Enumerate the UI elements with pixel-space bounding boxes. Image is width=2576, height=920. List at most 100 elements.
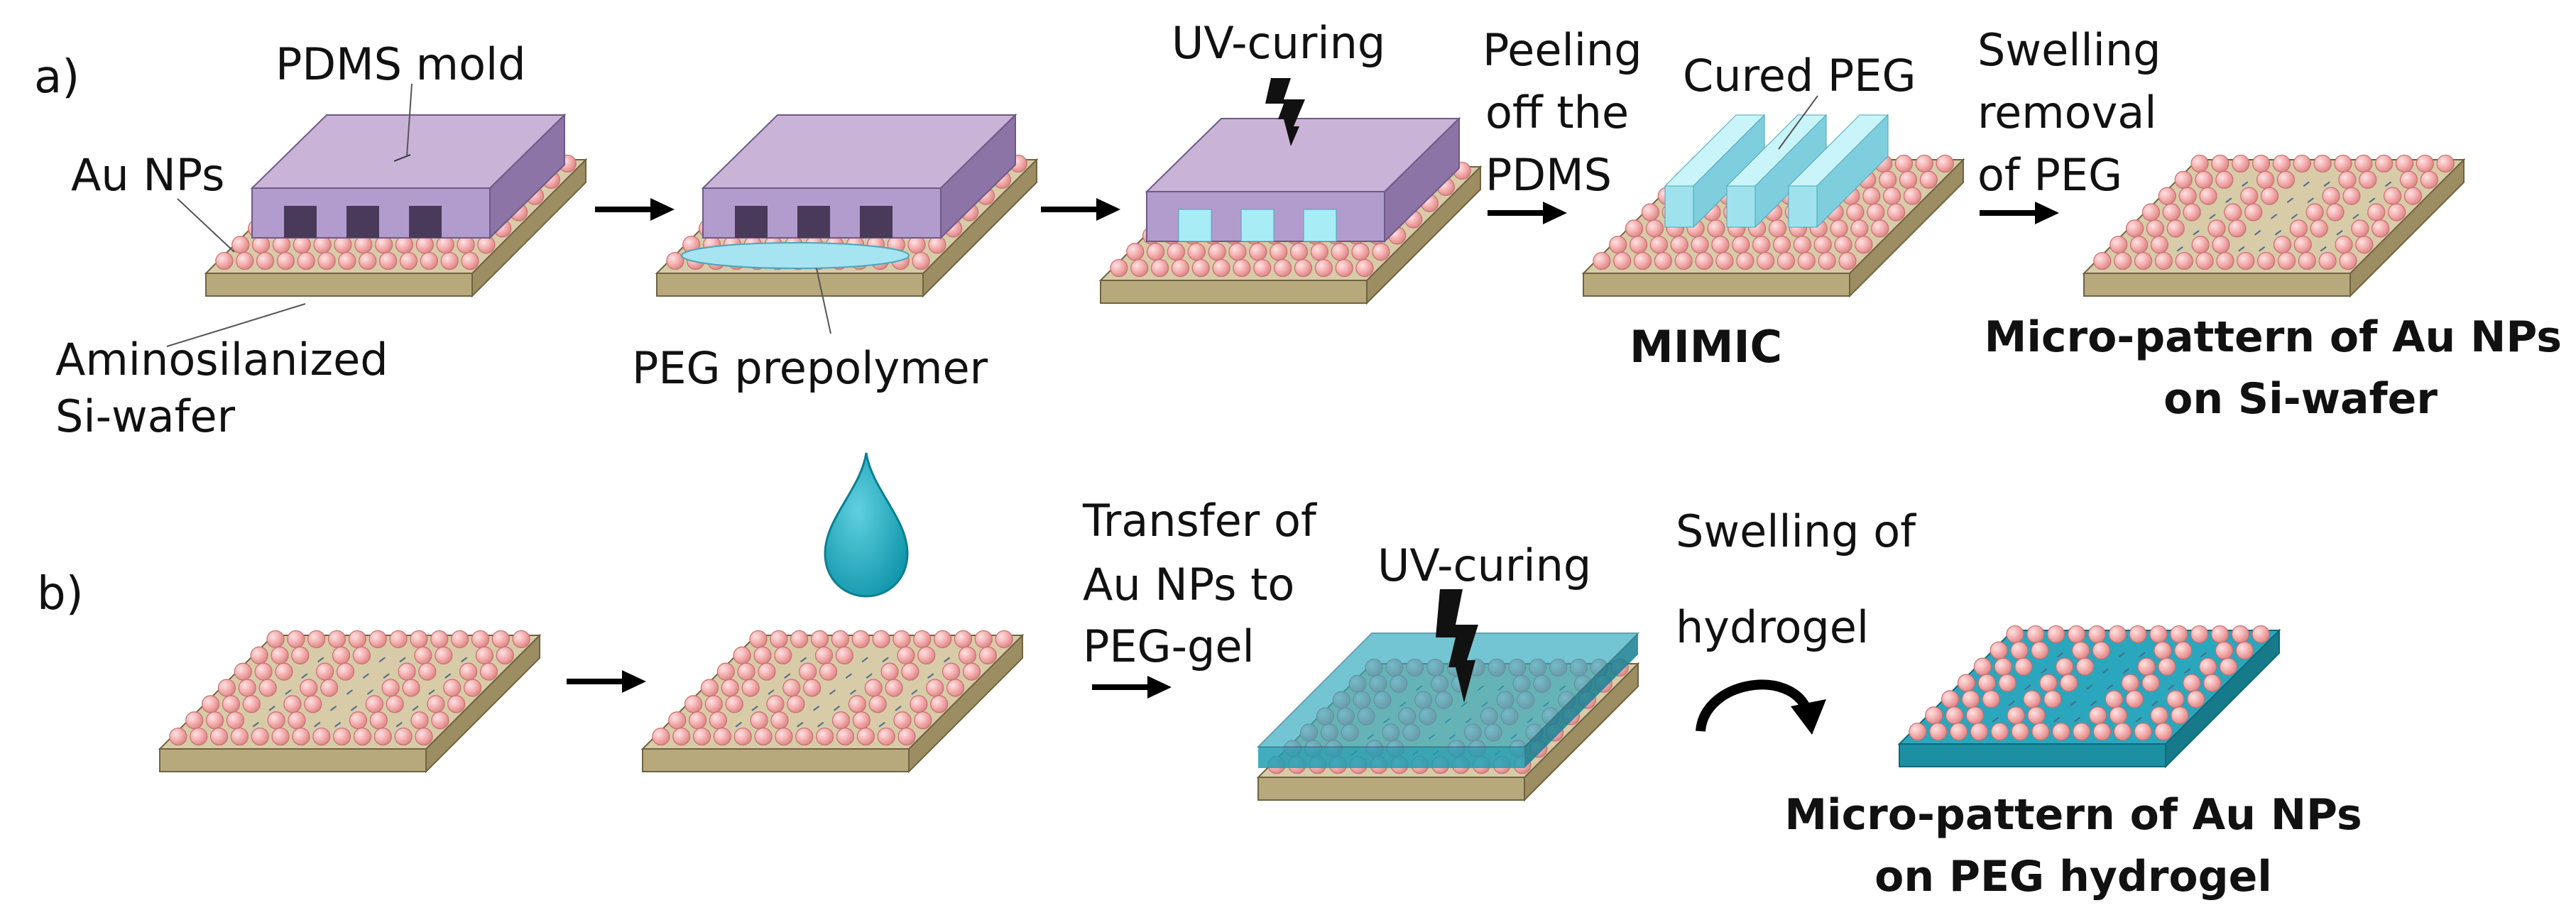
substrate-front-face: [1100, 280, 1368, 304]
linker-mark: [252, 721, 259, 728]
linker-mark: [797, 721, 804, 728]
au-nanoparticle: [410, 711, 429, 730]
peeling-label-line3: PDMS: [1485, 149, 1612, 201]
au-nanoparticle: [1846, 203, 1865, 221]
au-nanoparticle: [2087, 625, 2106, 644]
au-nanoparticle: [1768, 219, 1787, 238]
result-b-title-line2: on PEG hydrogel: [1874, 852, 2272, 902]
swelling-hydrogel-label-line2: hydrogel: [1676, 601, 1869, 653]
au-nanoparticle: [1609, 236, 1627, 254]
panel-b-label: b): [37, 568, 84, 620]
au-nanoparticle: [885, 679, 903, 697]
au-nanoparticle: [795, 727, 814, 746]
au-nanoparticle: [352, 646, 371, 664]
au-nanoparticle: [2056, 657, 2074, 676]
au-nanoparticle: [317, 251, 336, 270]
au-nanoparticle: [803, 679, 822, 697]
au-nanoparticle: [1965, 706, 1985, 725]
au-nanoparticle: [836, 727, 855, 746]
linker-mark: [2209, 214, 2216, 219]
au-nanoparticle: [893, 630, 911, 649]
au-nanoparticle: [236, 251, 254, 270]
au-nanoparticle: [2395, 154, 2414, 173]
au-nanoparticle: [2322, 187, 2340, 205]
substrate-front-face: [642, 748, 910, 772]
au-nanoparticle: [1130, 258, 1149, 278]
au-nanoparticle: [1633, 251, 1652, 270]
linker-mark: [2200, 652, 2207, 658]
substrate-front-face: [1583, 273, 1850, 297]
au-nanoparticle: [1936, 154, 1954, 173]
au-nanoparticle: [2256, 170, 2275, 189]
au-nanoparticle: [1894, 154, 1914, 173]
step-b2-drop: [640, 630, 1025, 774]
au-nanoparticle: [907, 236, 926, 254]
linker-mark: [2184, 668, 2191, 674]
au-nanoparticle: [1110, 258, 1128, 278]
linker-mark: [866, 673, 873, 679]
au-nanoparticle: [2031, 722, 2050, 741]
au-nanoparticle: [461, 251, 479, 270]
au-nanoparticle: [1335, 258, 1353, 278]
linker-mark: [2274, 230, 2282, 236]
au-nanoparticle: [254, 662, 273, 681]
au-nanoparticle: [2210, 625, 2230, 644]
au-nanoparticle: [848, 695, 866, 713]
au-nanoparticle: [2073, 722, 2091, 741]
transfer-label-line2: Au NPs to: [1083, 559, 1294, 610]
au-nanoparticle: [1919, 170, 1938, 189]
linker-mark: [399, 657, 406, 663]
linker-mark: [2384, 181, 2392, 187]
au-nanoparticle: [395, 236, 414, 254]
uv-curing-a-label: UV-curing: [1172, 17, 1385, 69]
linker-mark: [2090, 701, 2097, 706]
au-nanoparticle: [256, 251, 275, 270]
au-nanoparticle: [1715, 251, 1734, 270]
au-nanoparticle: [2318, 251, 2337, 270]
peg-prepolymer-leader-line: [816, 268, 831, 334]
au-nanoparticle: [2399, 170, 2418, 189]
au-nanoparticle: [1887, 203, 1906, 221]
step-a4-mimic: [1581, 114, 1965, 298]
au-nanoparticle: [271, 646, 289, 664]
au-nanoparticle: [190, 727, 208, 746]
au-nanoparticle: [2313, 154, 2332, 173]
au-nanoparticle: [926, 679, 944, 697]
au-nanoparticle: [1772, 236, 1791, 254]
au-nanoparticle: [291, 646, 310, 664]
au-nanoparticle: [1629, 236, 1648, 254]
au-nanoparticle: [430, 630, 449, 649]
au-nanoparticle: [2298, 251, 2316, 270]
au-nanoparticle: [1882, 187, 1901, 205]
right-arrow-icon: [1980, 202, 2059, 224]
linker-mark: [2135, 716, 2142, 723]
linker-mark: [346, 689, 354, 695]
au-nanoparticle: [359, 251, 377, 270]
au-nanoparticle: [2215, 170, 2234, 189]
au-nanoparticle: [1654, 251, 1672, 270]
au-nanoparticle: [1310, 243, 1328, 261]
au-nanoparticle: [463, 679, 482, 697]
au-nanoparticle: [2387, 203, 2406, 221]
linker-mark: [334, 721, 342, 728]
au-nanoparticle: [2031, 641, 2049, 659]
linker-mark: [2122, 668, 2129, 674]
au-nanoparticle: [758, 662, 776, 681]
au-nanoparticle: [1208, 243, 1226, 261]
au-nanoparticle: [1736, 251, 1754, 270]
au-nanoparticle: [267, 711, 285, 730]
au-nanoparticle: [877, 727, 895, 746]
pdms-mold: [250, 113, 567, 240]
au-nanoparticle: [475, 646, 494, 664]
au-nanoparticle: [868, 695, 887, 713]
au-nanoparticle: [420, 251, 438, 270]
nanoparticle-layer: [1909, 625, 2270, 741]
au-nanoparticle: [336, 662, 355, 681]
nanoparticle-layer: [2093, 154, 2455, 270]
mimic-label: MIMIC: [1630, 321, 1782, 373]
au-nanoparticle: [1970, 722, 1988, 741]
linker-mark: [2291, 214, 2298, 219]
linker-mark: [2303, 181, 2310, 187]
au-nanoparticle: [2171, 706, 2189, 725]
au-nanoparticle: [2342, 187, 2361, 205]
